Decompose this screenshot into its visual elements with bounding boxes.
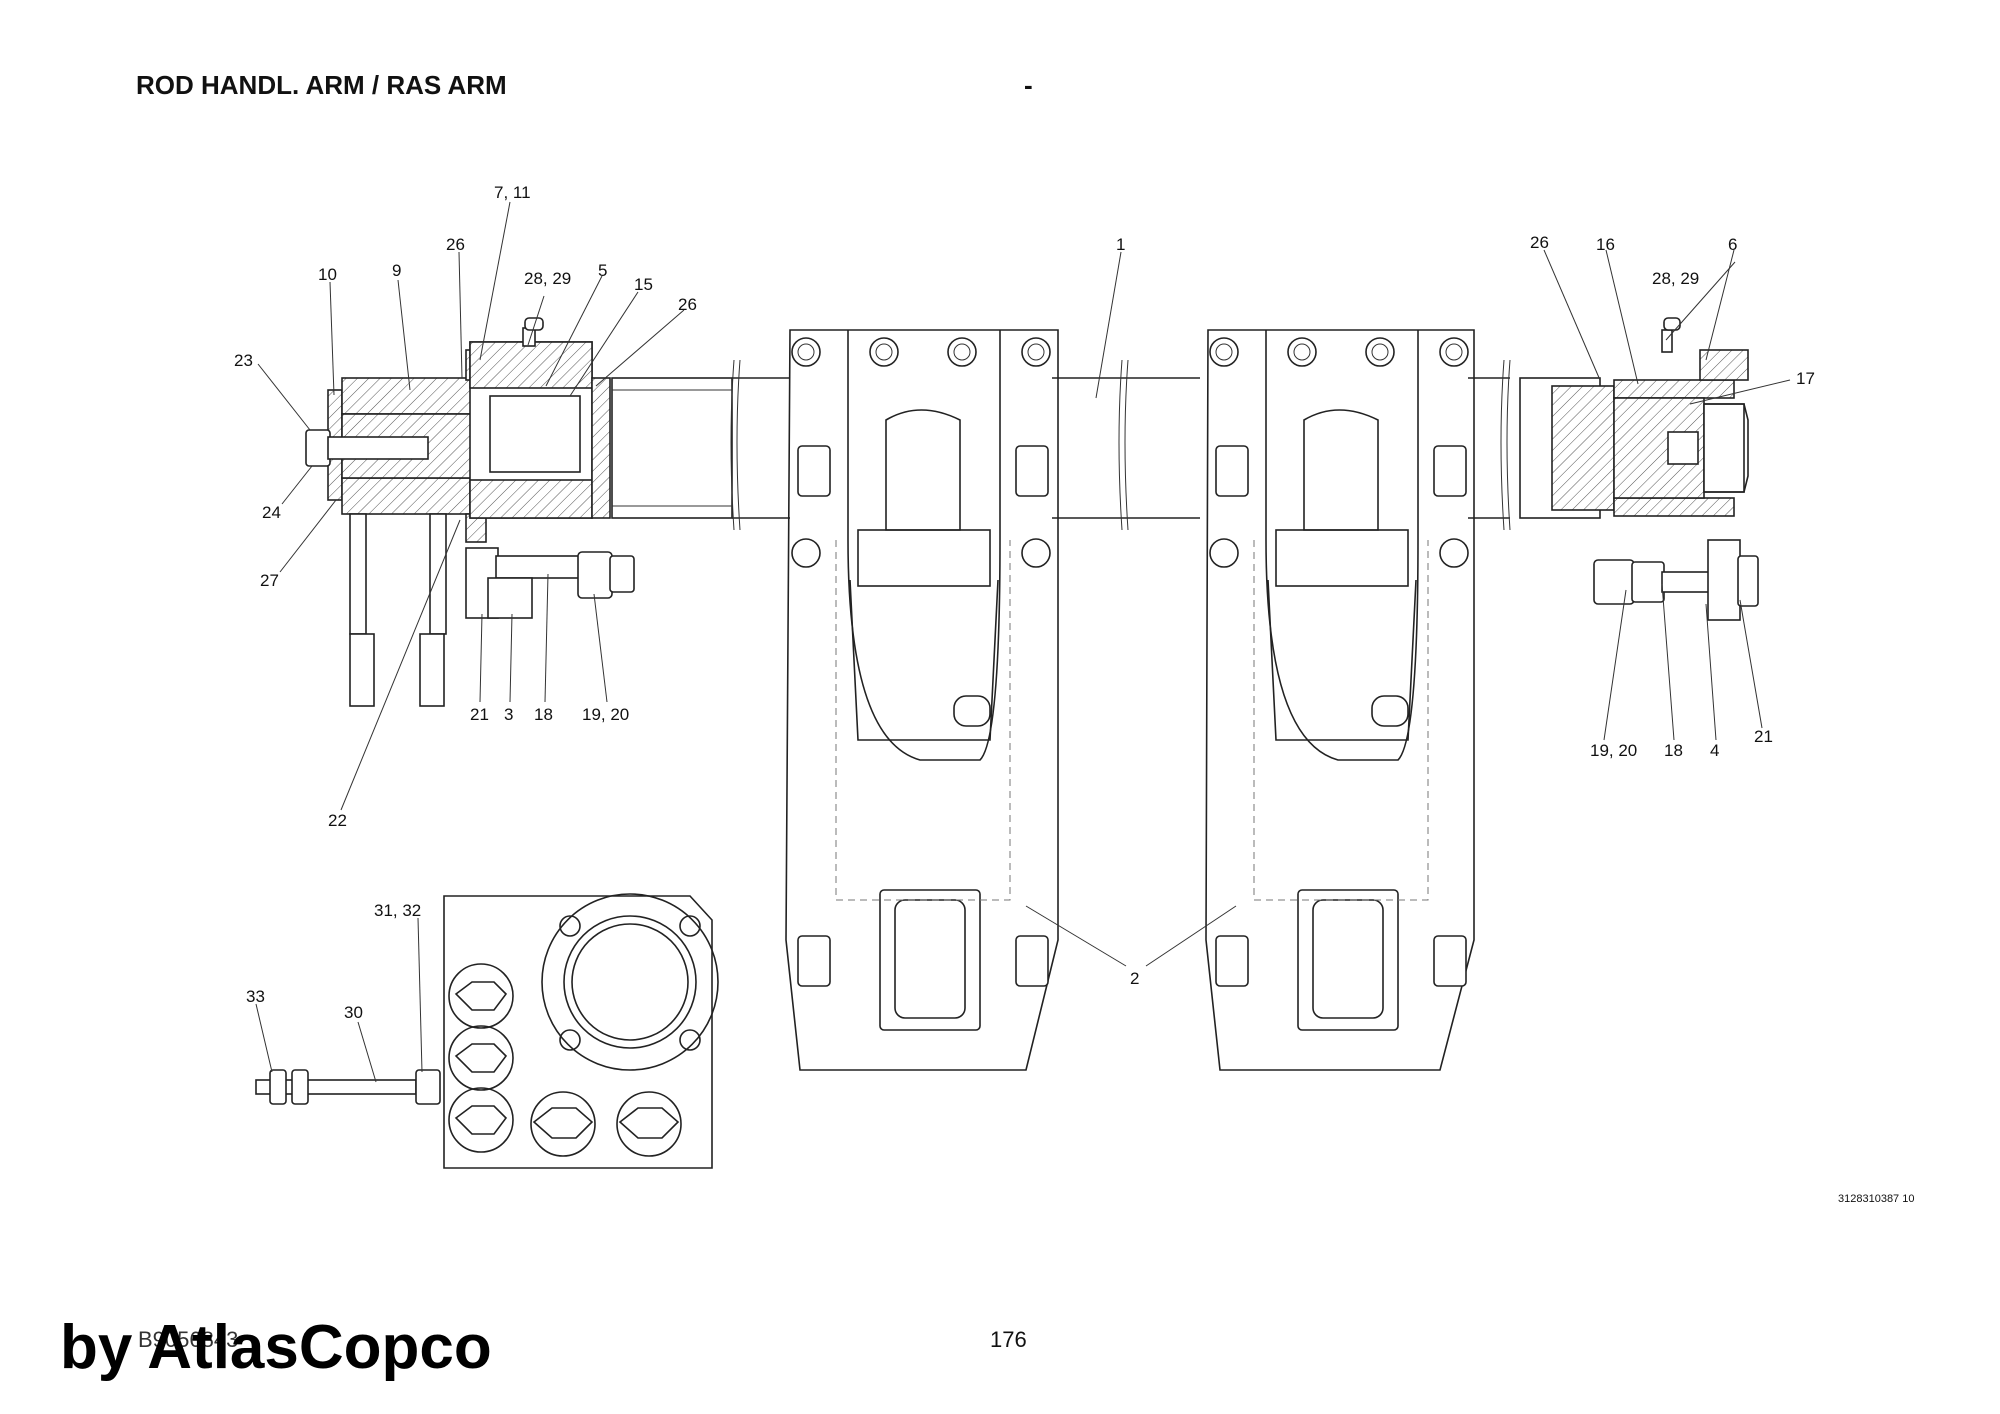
callout-5: 5 [598,261,607,280]
callout-2: 2 [1130,969,1139,988]
callout-28-29-left: 28, 29 [524,269,571,288]
callout-6: 6 [1728,235,1737,254]
callout-labels: 7, 11 1 26 10 9 28, 29 5 15 26 23 24 27 … [234,183,1815,1022]
page-number: 176 [990,1327,1027,1352]
drawing-code: 3128310387 10 [1838,1193,1915,1205]
callout-9: 9 [392,261,401,280]
watermark-text: by AtlasCopco [60,1313,492,1382]
callout-33: 33 [246,987,265,1006]
detail-view-flange [255,893,719,1169]
right-section-assembly [1519,317,1759,621]
callout-18-left: 18 [534,705,553,724]
callout-10: 10 [318,265,337,284]
page-title: ROD HANDL. ARM / RAS ARM [136,70,507,100]
callout-leaders [255,201,1791,1083]
callout-7-11: 7, 11 [494,183,531,202]
callout-31-32: 31, 32 [374,901,421,920]
callout-19-20-right: 19, 20 [1590,741,1637,760]
callout-15: 15 [634,275,653,294]
callout-23: 23 [234,351,253,370]
callout-27: 27 [260,571,279,590]
callout-21-left: 21 [470,705,489,724]
callout-16: 16 [1596,235,1615,254]
part-number: B9056843 [138,1327,239,1352]
arm-bracket-left [785,329,1059,1071]
callout-18-right: 18 [1664,741,1683,760]
callout-21-right: 21 [1754,727,1773,746]
callout-4: 4 [1710,741,1719,760]
callout-24: 24 [262,503,281,522]
callout-26-right: 26 [1530,233,1549,252]
callout-22: 22 [328,811,347,830]
callout-28-29-right: 28, 29 [1652,269,1699,288]
callout-30: 30 [344,1003,363,1022]
callout-26-top: 26 [446,235,465,254]
callout-17: 17 [1796,369,1815,388]
callout-1: 1 [1116,235,1125,254]
callout-3: 3 [504,705,513,724]
callout-19-20-left: 19, 20 [582,705,629,724]
main-shaft [730,359,1511,531]
title-separator: - [1024,70,1033,100]
left-section-assembly [305,317,733,707]
arm-bracket-right [1205,329,1475,1071]
callout-26-mid: 26 [678,295,697,314]
